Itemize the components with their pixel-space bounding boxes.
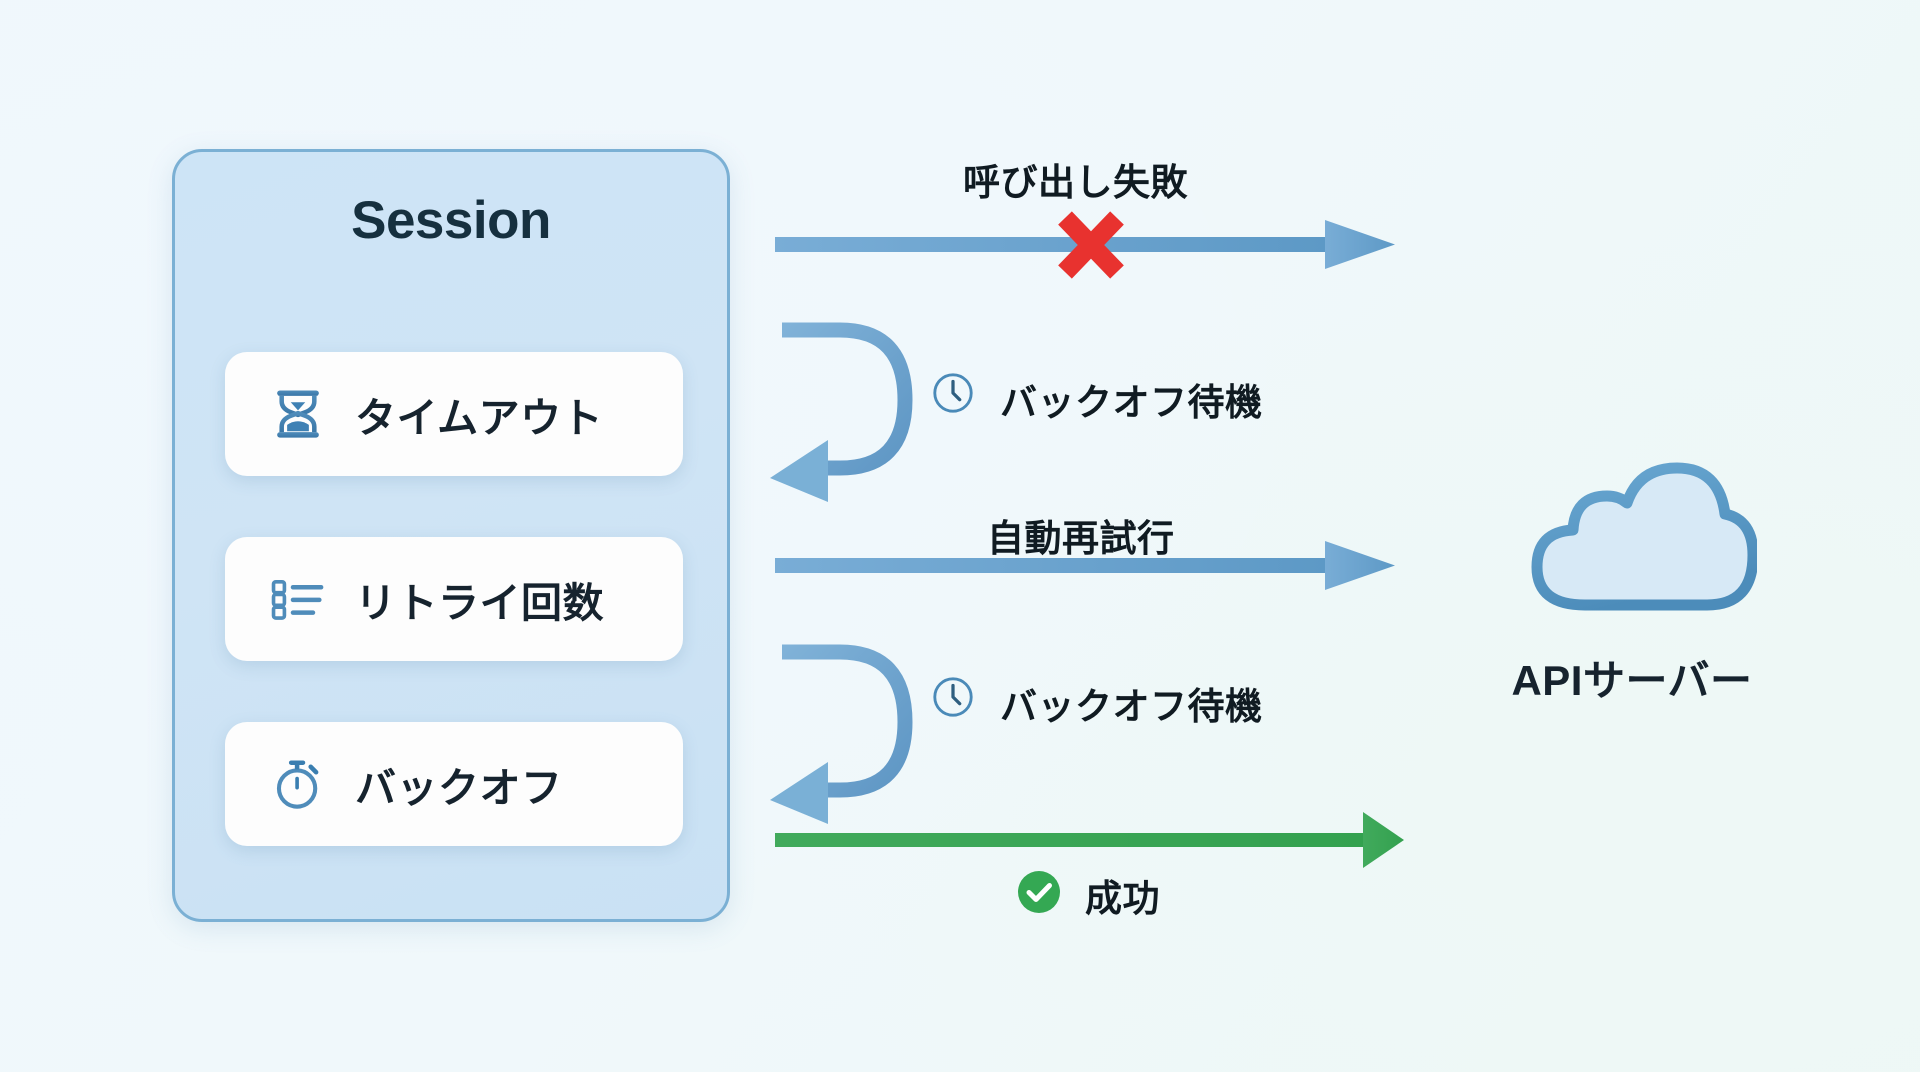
api-server-node: APIサーバー <box>1482 440 1782 708</box>
api-server-label: APIサーバー <box>1511 657 1753 704</box>
flow-label-backoff-wait-2: バックオフ待機 <box>1000 686 1263 727</box>
check-circle-icon <box>1015 868 1063 921</box>
list-icon <box>267 568 329 630</box>
cloud-icon <box>1482 440 1782 635</box>
arrow-call-failed <box>775 220 1395 269</box>
clock-icon <box>930 674 976 725</box>
session-item-label: バックオフ <box>355 765 563 811</box>
session-item-timeout[interactable]: タイムアウト <box>225 352 683 476</box>
arrow-backoff-wait-1 <box>770 322 913 502</box>
x-mark-icon <box>1058 211 1124 279</box>
session-item-backoff[interactable]: バックオフ <box>225 722 683 846</box>
session-item-label: タイムアウト <box>355 395 604 441</box>
arrow-success <box>775 812 1404 868</box>
session-panel: Session <box>172 149 730 922</box>
flow-label-backoff-wait-1: バックオフ待機 <box>1000 382 1263 423</box>
flow-label-auto-retry: 自動再試行 <box>987 518 1175 559</box>
flow-label-call-failed: 呼び出し失敗 <box>963 162 1188 203</box>
session-item-retry-count[interactable]: リトライ回数 <box>225 537 683 661</box>
session-panel-title: Session <box>351 191 551 250</box>
flow-label-success: 成功 <box>1085 878 1160 919</box>
clock-icon <box>930 370 976 421</box>
hourglass-icon <box>267 383 329 445</box>
session-item-label: リトライ回数 <box>355 580 604 626</box>
stopwatch-icon <box>267 753 329 815</box>
arrow-backoff-wait-2 <box>770 644 913 824</box>
